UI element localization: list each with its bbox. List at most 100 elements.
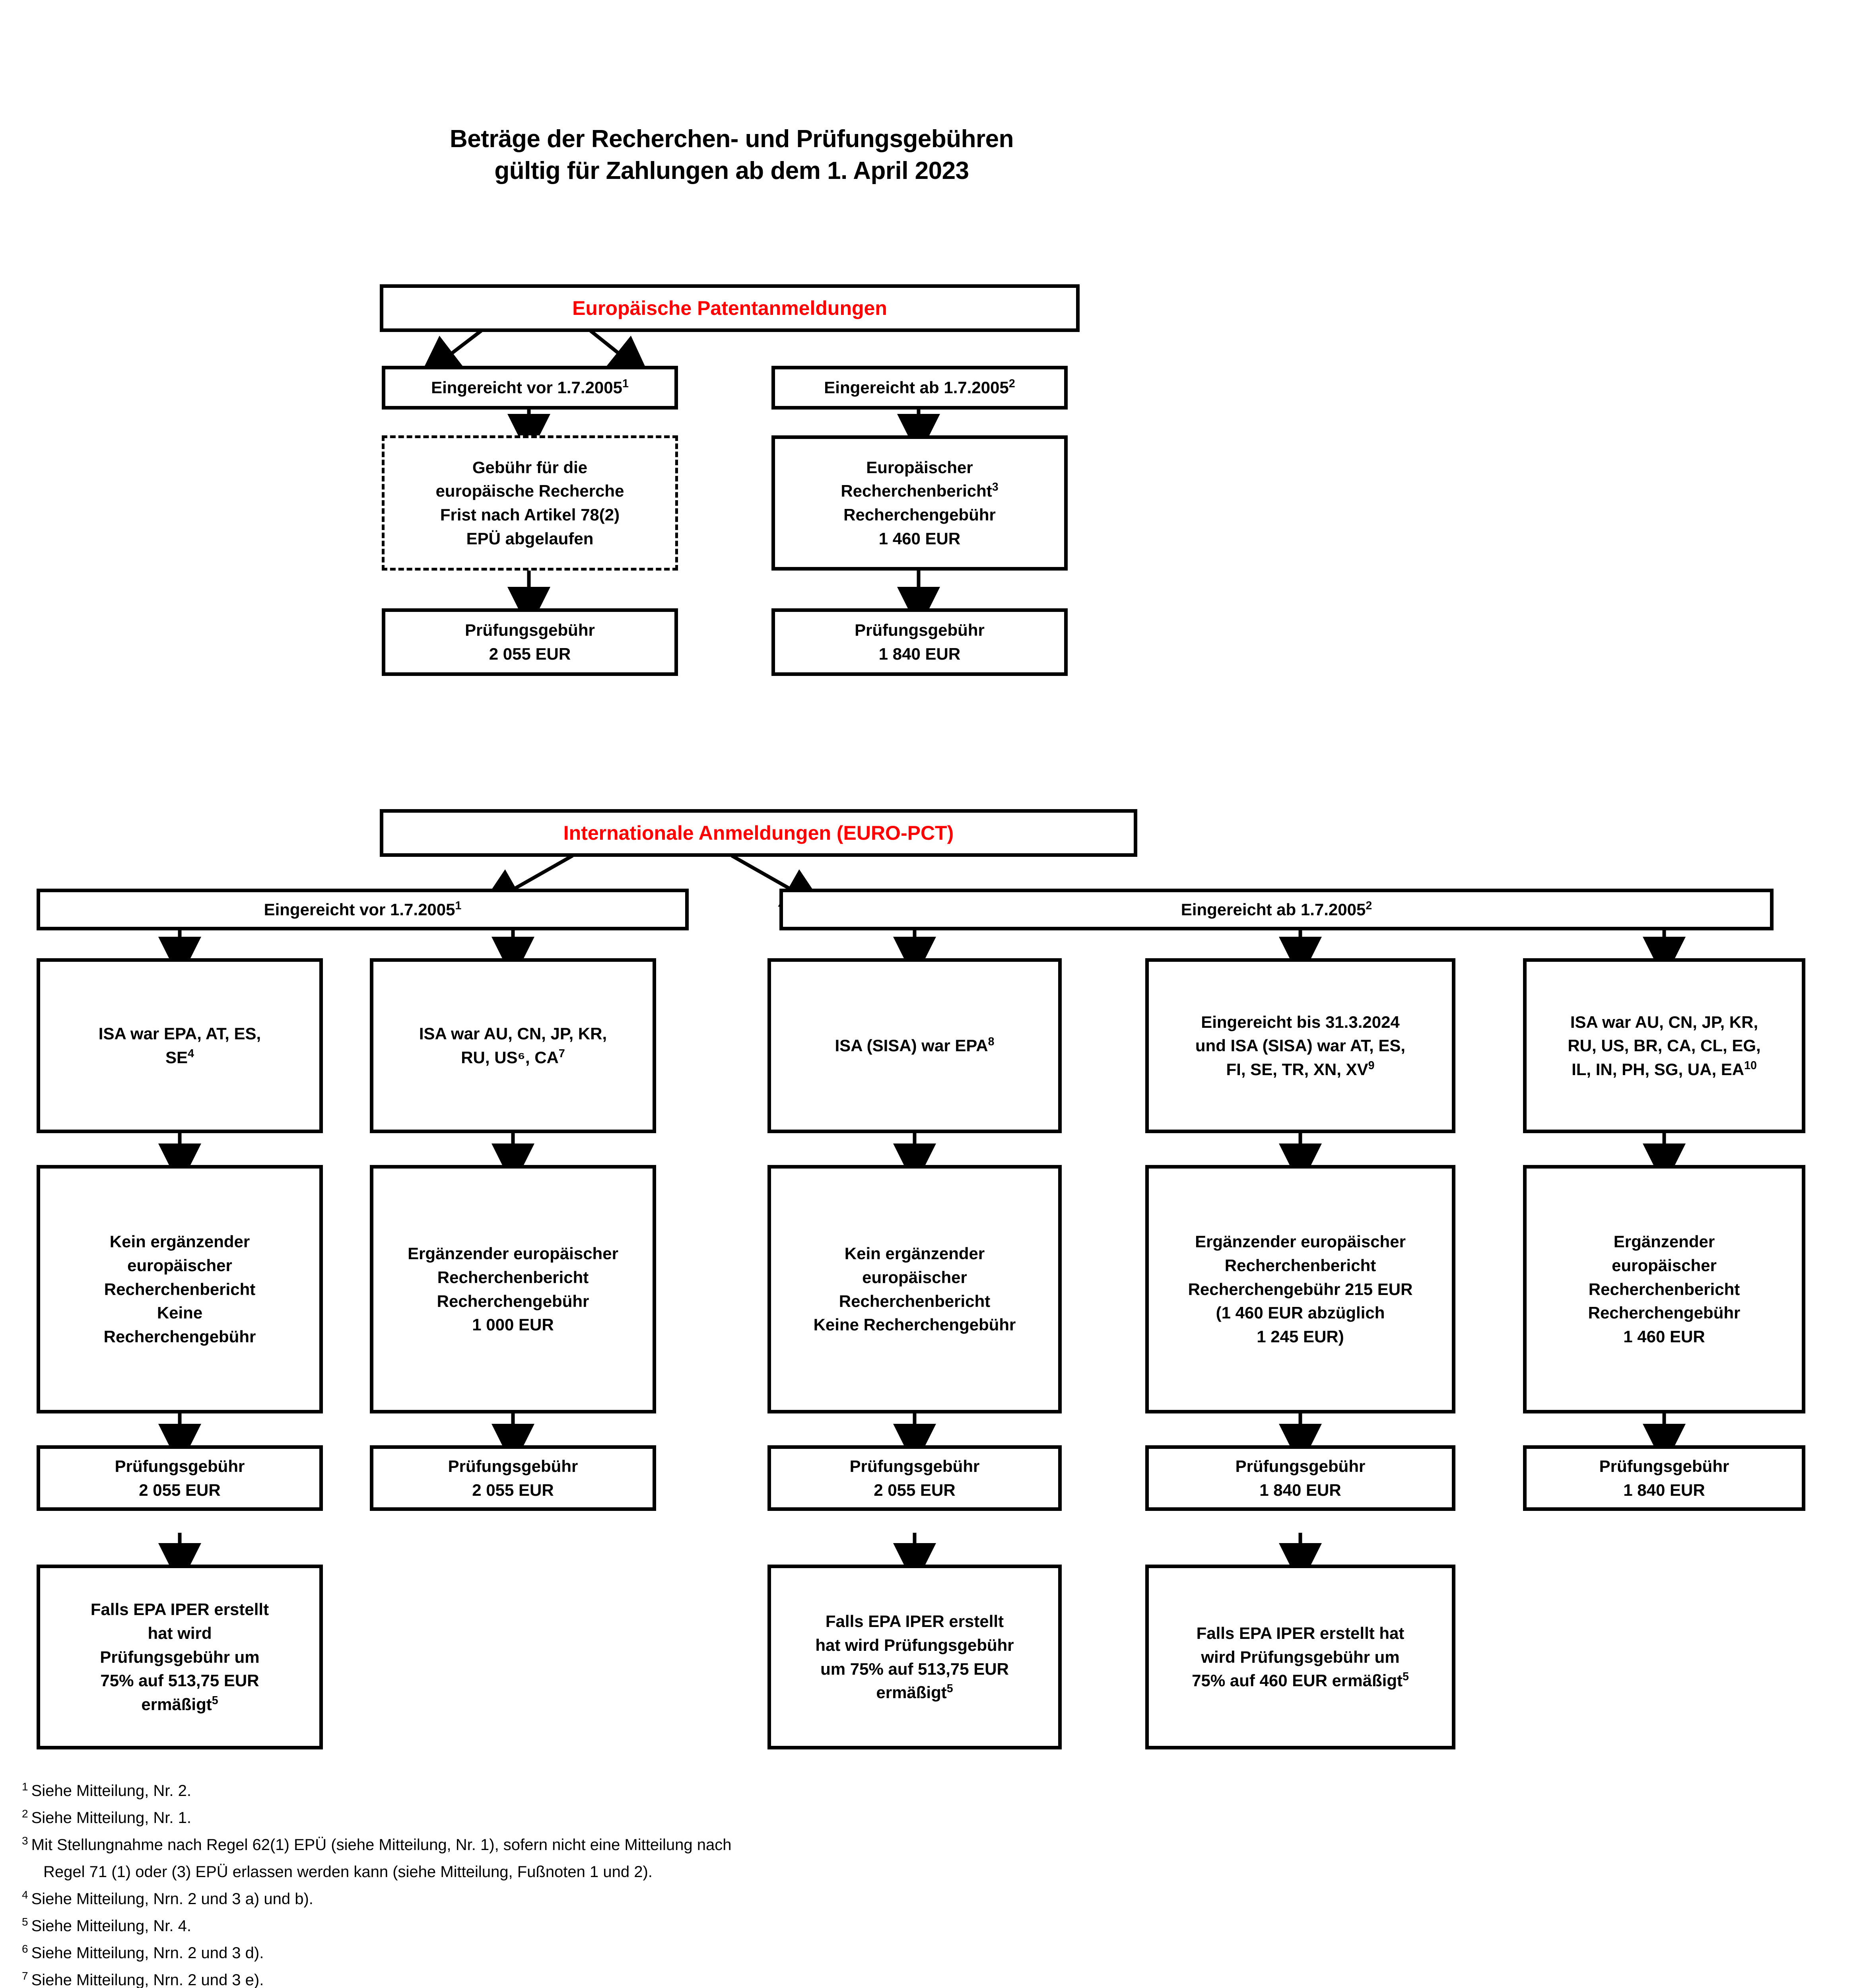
col-1-isa-line-0: ISA war EPA, AT, ES, [98, 1024, 261, 1043]
footnote-ref-1b: 1 [455, 899, 462, 912]
footnote-text-7: Siehe Mitteilung, Nrn. 2 und 3 e). [31, 1971, 264, 1988]
eu-right-exam-line-1: 1 840 EUR [878, 645, 961, 663]
col-4-iper-line-0: Falls EPA IPER erstellt hat [1196, 1624, 1405, 1643]
page-title-line1: Beträge der Recherchen- und Prüfungsgebü… [450, 125, 1014, 153]
footnote-ref-4: 4 [188, 1047, 194, 1060]
european-section-heading: Europäische Patentanmeldungen [380, 284, 1080, 332]
european-right-exam-fee-box: Prüfungsgebühr 1 840 EUR [771, 608, 1068, 676]
footnote-ref-9: 9 [1368, 1059, 1375, 1072]
col-3-exam-line-0: Prüfungsgebühr [849, 1456, 980, 1475]
col-4-search-line-3: (1 460 EUR abzüglich [1216, 1303, 1385, 1322]
footnote-ref-5b: 5 [946, 1682, 953, 1695]
footnote-ref-2: 2 [1008, 377, 1015, 390]
pct-section-heading: Internationale Anmeldungen (EURO-PCT) [380, 809, 1137, 857]
eu-right-search-line-2: Recherchengebühr [843, 505, 996, 524]
european-branch-after-2005-label: Eingereicht ab 1.7.2005 [824, 378, 1009, 397]
eu-right-search-line-1: Recherchenbericht [841, 481, 992, 501]
col-4-isa-line-2: FI, SE, TR, XN, XV [1226, 1060, 1368, 1079]
col-4-isa-line-1: und ISA (SISA) war AT, ES, [1195, 1036, 1406, 1055]
footnote-ref-7: 7 [558, 1047, 565, 1060]
col-4-exam-line-1: 1 840 EUR [1259, 1480, 1341, 1499]
footnote-marker-4: 4 [22, 1888, 28, 1901]
col-5-exam-line-0: Prüfungsgebühr [1599, 1456, 1729, 1475]
col-1-iper-line-0: Falls EPA IPER erstellt [90, 1600, 269, 1619]
col-2-search-line-1: Recherchenbericht [437, 1268, 589, 1287]
footnote-ref-5a: 5 [212, 1694, 218, 1707]
col-2-exam-box: Prüfungsgebühr 2 055 EUR [370, 1445, 656, 1511]
european-branch-before-2005-label: Eingereicht vor 1.7.2005 [431, 378, 623, 397]
col-1-iper-box: Falls EPA IPER erstellt hat wird Prüfung… [37, 1565, 323, 1749]
eu-left-search-line-0: Gebühr für die [472, 458, 588, 477]
footnote-ref-10: 10 [1744, 1059, 1757, 1072]
col-4-isa-box: Eingereicht bis 31.3.2024 und ISA (SISA)… [1145, 958, 1455, 1133]
footnote-text-4: Siehe Mitteilung, Nrn. 2 und 3 a) und b)… [31, 1890, 313, 1908]
footnote-text-3: Mit Stellungnahme nach Regel 62(1) EPÜ (… [31, 1836, 732, 1854]
footnote-text-1: Siehe Mitteilung, Nr. 2. [31, 1782, 191, 1800]
eu-right-search-line-0: Europäischer [866, 458, 973, 477]
col-2-exam-line-1: 2 055 EUR [472, 1480, 554, 1499]
col-1-search-line-0: Kein ergänzender [109, 1232, 250, 1251]
european-section-heading-label: Europäische Patentanmeldungen [572, 297, 887, 319]
footnote-marker-2: 2 [22, 1807, 28, 1820]
footnote-text-2: Siehe Mitteilung, Nr. 1. [31, 1809, 191, 1827]
col-5-search-box: Ergänzender europäischer Recherchenberic… [1523, 1165, 1805, 1413]
european-branch-before-2005: Eingereicht vor 1.7.20051 [382, 366, 678, 410]
col-5-isa-line-2: IL, IN, PH, SG, UA, EA [1572, 1060, 1745, 1079]
col-5-search-line-2: Recherchenbericht [1588, 1279, 1740, 1299]
col-4-iper-line-1: wird Prüfungsgebühr um [1201, 1647, 1400, 1666]
eu-left-search-line-1: europäische Recherche [435, 481, 624, 501]
pct-branch-before-2005-label: Eingereicht vor 1.7.2005 [264, 900, 455, 919]
footnote-ref-5c: 5 [1402, 1670, 1409, 1683]
col-1-search-line-1: europäischer [127, 1256, 232, 1275]
col-2-search-line-0: Ergänzender europäischer [408, 1244, 618, 1263]
col-1-isa-line-1: SE [165, 1048, 188, 1067]
footnote-marker-3: 3 [22, 1834, 28, 1847]
col-5-exam-box: Prüfungsgebühr 1 840 EUR [1523, 1445, 1805, 1511]
footnote-marker-5: 5 [22, 1915, 28, 1928]
footnote-text-5: Siehe Mitteilung, Nr. 4. [31, 1917, 191, 1935]
col-3-isa-box: ISA (SISA) war EPA8 [767, 958, 1062, 1133]
col-1-iper-line-4: ermäßigt [141, 1695, 212, 1714]
col-4-iper-box: Falls EPA IPER erstellt hat wird Prüfung… [1145, 1565, 1455, 1749]
pct-branch-before-2005: Eingereicht vor 1.7.20051 [37, 889, 689, 930]
col-3-search-line-2: Recherchenbericht [839, 1291, 991, 1310]
col-5-isa-box: ISA war AU, CN, JP, KR, RU, US, BR, CA, … [1523, 958, 1805, 1133]
col-5-search-line-1: europäischer [1612, 1256, 1717, 1275]
footnote-ref-2b: 2 [1366, 899, 1372, 912]
footnote-marker-6: 6 [22, 1942, 28, 1955]
col-3-iper-line-1: hat wird Prüfungsgebühr [815, 1635, 1014, 1654]
col-1-iper-line-1: hat wird [148, 1624, 212, 1643]
col-2-isa-line-0: ISA war AU, CN, JP, KR, [419, 1024, 607, 1043]
col-4-search-box: Ergänzender europäischer Recherchenberic… [1145, 1165, 1455, 1413]
european-left-search-fee-box: Gebühr für die europäische Recherche Fri… [382, 435, 678, 571]
col-4-iper-line-2: 75% auf 460 EUR ermäßigt [1192, 1671, 1403, 1690]
col-4-isa-line-0: Eingereicht bis 31.3.2024 [1201, 1012, 1400, 1031]
col-3-search-line-3: Keine Recherchengebühr [813, 1315, 1016, 1334]
page-title: Beträge der Recherchen- und Prüfungsgebü… [0, 123, 1463, 187]
eu-left-search-line-3: EPÜ abgelaufen [466, 529, 594, 548]
col-1-iper-line-3: 75% auf 513,75 EUR [100, 1671, 259, 1690]
col-1-search-line-3: Keine [157, 1303, 203, 1322]
col-3-exam-box: Prüfungsgebühr 2 055 EUR [767, 1445, 1062, 1511]
col-1-isa-box: ISA war EPA, AT, ES, SE4 [37, 958, 323, 1133]
col-3-iper-box: Falls EPA IPER erstellt hat wird Prüfung… [767, 1565, 1062, 1749]
col-2-search-line-2: Recherchengebühr [437, 1291, 589, 1310]
pct-section-heading-label: Internationale Anmeldungen (EURO-PCT) [563, 821, 954, 844]
col-3-search-line-1: europäischer [862, 1268, 967, 1287]
col-5-exam-line-1: 1 840 EUR [1623, 1480, 1705, 1499]
eu-right-exam-line-0: Prüfungsgebühr [855, 621, 985, 640]
pct-branch-after-2005: Eingereicht ab 1.7.20052 [779, 889, 1774, 930]
col-2-exam-line-0: Prüfungsgebühr [448, 1456, 578, 1475]
col-1-exam-box: Prüfungsgebühr 2 055 EUR [37, 1445, 323, 1511]
col-4-search-line-0: Ergänzender europäischer [1195, 1232, 1406, 1251]
col-2-search-line-3: 1 000 EUR [472, 1315, 554, 1334]
col-3-search-box: Kein ergänzender europäischer Recherchen… [767, 1165, 1062, 1413]
col-2-isa-line-1: RU, US⁶, CA [461, 1048, 559, 1067]
col-1-iper-line-2: Prüfungsgebühr um [100, 1647, 260, 1666]
